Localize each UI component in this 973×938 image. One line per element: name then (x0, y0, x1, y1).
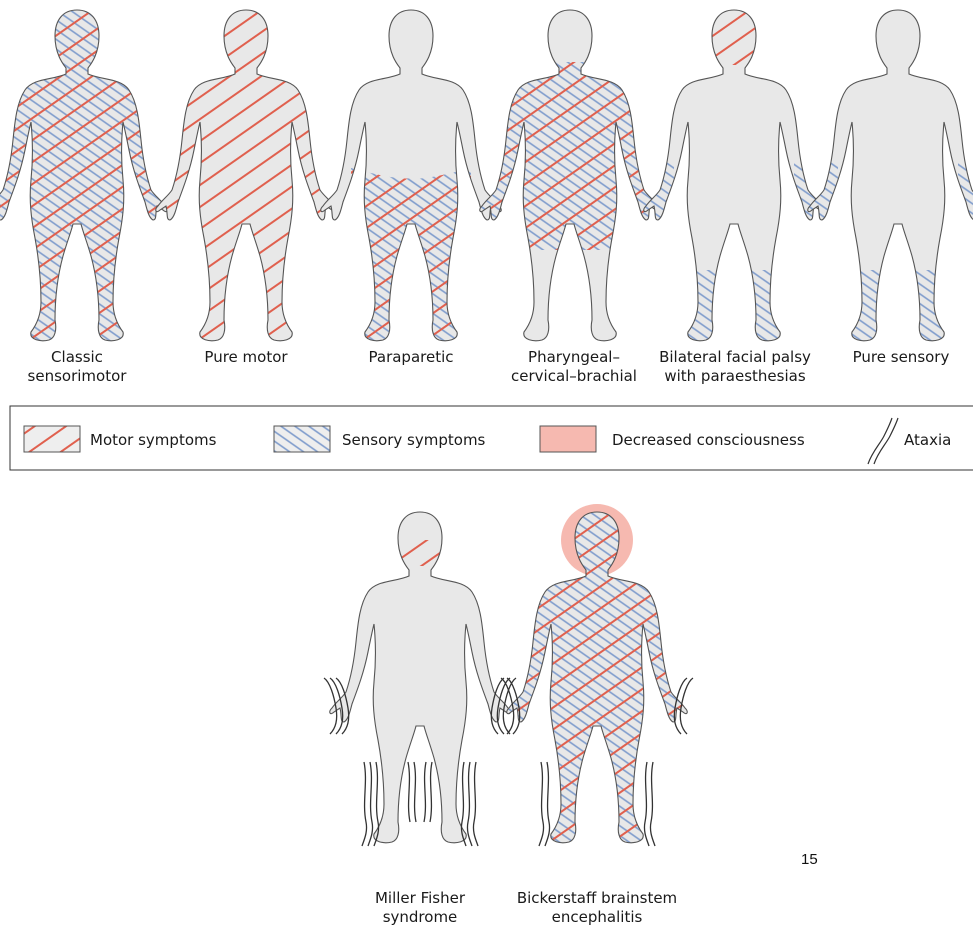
figure-bickerstaff (497, 502, 697, 852)
figure-pure-sensory (798, 0, 973, 350)
label-pure-motor: Pure motor (204, 348, 288, 366)
bottom-labels: Miller Fisher syndrome Bickerstaff brain… (375, 889, 677, 926)
top-labels: Classic sensorimotor Pure motor Parapare… (28, 348, 950, 385)
label-bfp-2: with paraesthesias (664, 367, 805, 385)
legend: Motor symptoms Sensory symptoms Decrease… (10, 406, 973, 470)
figure-classic-sensorimotor (0, 0, 177, 350)
figure-miller-fisher (324, 502, 516, 846)
label-pcb-1: Pharyngeal– (528, 348, 620, 366)
label-paraparetic: Paraparetic (369, 348, 454, 366)
legend-ataxia-label: Ataxia (904, 431, 951, 449)
label-bbe-1: Bickerstaff brainstem (517, 889, 677, 907)
figure-paraparetic (311, 0, 511, 350)
figure-bilateral-facial-palsy (634, 0, 834, 350)
legend-consciousness-label: Decreased consciousness (612, 431, 805, 449)
legend-consciousness-swatch (540, 426, 596, 452)
label-classic-1: Classic (51, 348, 103, 366)
figure-pharyngeal-cervical-brachial (470, 0, 670, 350)
label-bbe-2: encephalitis (552, 908, 643, 926)
label-classic-2: sensorimotor (28, 367, 128, 385)
label-mfs-1: Miller Fisher (375, 889, 466, 907)
page-number: 15 (801, 851, 818, 868)
legend-sensory-label: Sensory symptoms (342, 431, 486, 449)
label-bfp-1: Bilateral facial palsy (659, 348, 811, 366)
legend-motor-label: Motor symptoms (90, 431, 217, 449)
label-mfs-2: syndrome (383, 908, 458, 926)
label-pure-sensory: Pure sensory (853, 348, 950, 366)
figure-pure-motor (146, 0, 346, 350)
label-pcb-2: cervical–brachial (511, 367, 637, 385)
